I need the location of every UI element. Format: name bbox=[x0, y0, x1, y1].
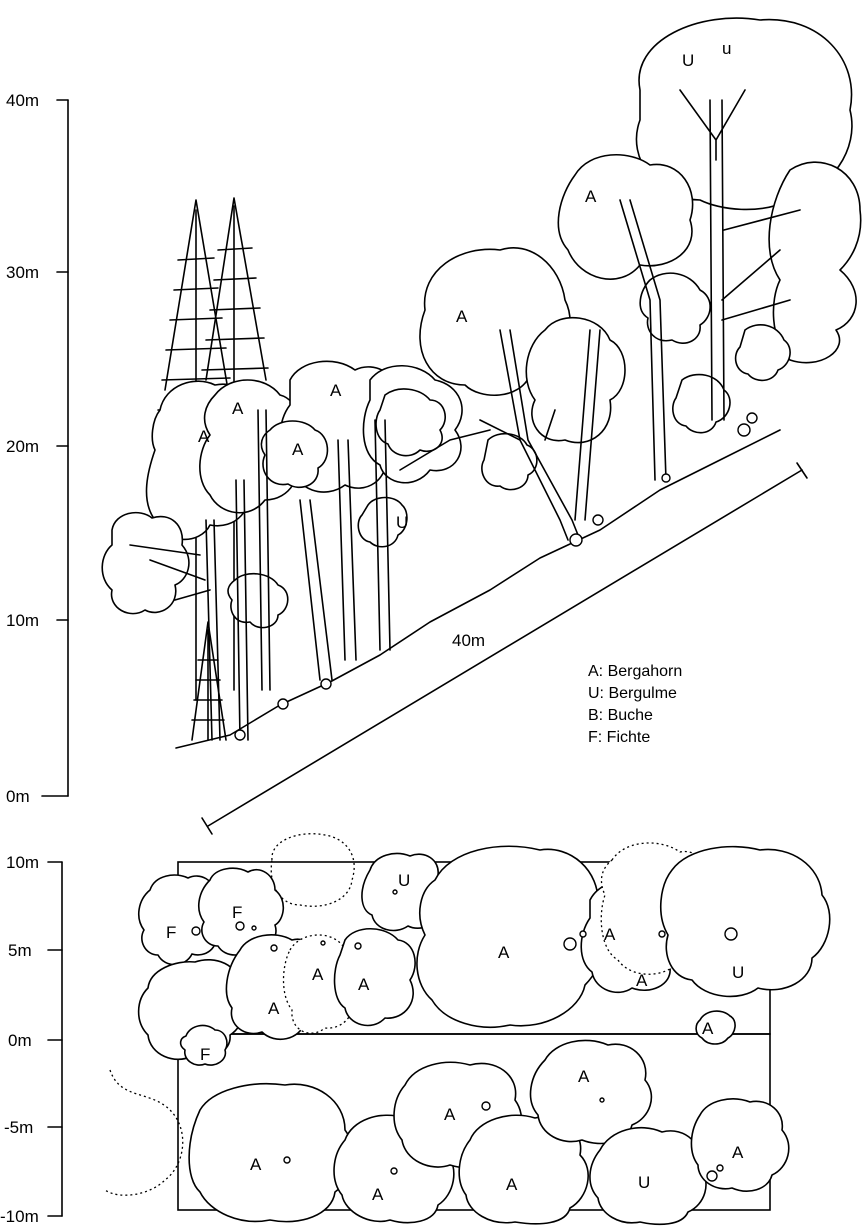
profile-tick-10m: 10m bbox=[6, 611, 39, 630]
plan-letter-A-left2: A bbox=[268, 999, 280, 1018]
plan-crown-A-lower-left bbox=[189, 1084, 353, 1222]
plan-letter-F-small: F bbox=[200, 1045, 210, 1064]
plan-tick-10m: 10m bbox=[6, 853, 39, 872]
plan-letter-A-mid-upper: A bbox=[444, 1105, 456, 1124]
profile-tick-0m: 0m bbox=[6, 787, 30, 806]
ghost-crown-top bbox=[271, 834, 354, 907]
plan-letter-A-overlap: A bbox=[312, 965, 324, 984]
plan-letter-U-top: U bbox=[398, 871, 410, 890]
plan-letter-A-lower-center: A bbox=[372, 1185, 384, 1204]
plan-crown-U-right bbox=[661, 847, 830, 997]
profile-letter-A-left2: A bbox=[232, 399, 244, 418]
plan-letter-A-right-upper: A bbox=[578, 1067, 590, 1086]
plan-letter-A-right: A bbox=[604, 925, 616, 944]
plan-tick-0m: 0m bbox=[8, 1031, 32, 1050]
plan-letter-F1: F bbox=[166, 923, 176, 942]
legend-item-buche: B: Buche bbox=[588, 707, 653, 724]
profile-letter-A-right: A bbox=[585, 187, 597, 206]
plan-letter-A-far-right: A bbox=[732, 1143, 744, 1162]
plan-letter-U-lower: U bbox=[638, 1173, 650, 1192]
crown-mid-lower bbox=[526, 318, 625, 443]
profile-height-axis: 40m 30m 20m 10m 0m bbox=[6, 91, 68, 806]
crown-right-side bbox=[769, 162, 861, 363]
legend-item-bergahorn: A: Bergahorn bbox=[588, 663, 682, 680]
plan-crown-A-center-big bbox=[417, 846, 605, 1027]
profile-tick-40m: 40m bbox=[6, 91, 39, 110]
plan-view: 10m 5m 0m -5m -10m bbox=[0, 834, 830, 1226]
plan-letter-F2: F bbox=[232, 903, 242, 922]
plan-tick-5m: 5m bbox=[8, 941, 32, 960]
plan-letter-A-center-left: A bbox=[358, 975, 370, 994]
slope-length-label: 40m bbox=[452, 631, 485, 650]
plan-letter-A-lower-mid: A bbox=[506, 1175, 518, 1194]
profile-view: 40m 30m 20m 10m 0m bbox=[6, 18, 861, 834]
profile-letter-A-center: A bbox=[330, 381, 342, 400]
profile-letter-U-small: U bbox=[396, 513, 408, 532]
crown-left-low bbox=[102, 513, 189, 614]
plan-axis: 10m 5m 0m -5m -10m bbox=[0, 853, 62, 1226]
plan-tick-minus10m: -10m bbox=[0, 1207, 39, 1226]
profile-letter-A-small: A bbox=[292, 440, 304, 459]
plan-crown-A-center-left bbox=[335, 929, 416, 1026]
profile-tick-20m: 20m bbox=[6, 437, 39, 456]
legend-item-fichte: F: Fichte bbox=[588, 729, 650, 746]
plan-letter-A-center-big: A bbox=[498, 943, 510, 962]
plan-tick-minus5m: -5m bbox=[4, 1118, 33, 1137]
profile-letter-u: u bbox=[722, 39, 731, 58]
ghost-crown-left-lower bbox=[105, 1070, 183, 1195]
legend-item-bergulme: U: Bergulme bbox=[588, 685, 677, 702]
plan-letter-A-lower-left: A bbox=[250, 1155, 262, 1174]
species-legend: A: Bergahorn U: Bergulme B: Buche F: Fic… bbox=[588, 663, 682, 746]
profile-letter-U: U bbox=[682, 51, 694, 70]
profile-letter-A-left: A bbox=[198, 427, 210, 446]
crown-right-bush bbox=[673, 375, 730, 433]
slope-measure: 40m bbox=[202, 463, 807, 834]
profile-letter-A-mid: A bbox=[456, 307, 468, 326]
profile-tick-30m: 30m bbox=[6, 263, 39, 282]
plan-letter-A-right-lower: A bbox=[636, 971, 648, 990]
plan-letter-A-small-edge: A bbox=[702, 1019, 714, 1038]
plan-letter-U-right: U bbox=[732, 963, 744, 982]
